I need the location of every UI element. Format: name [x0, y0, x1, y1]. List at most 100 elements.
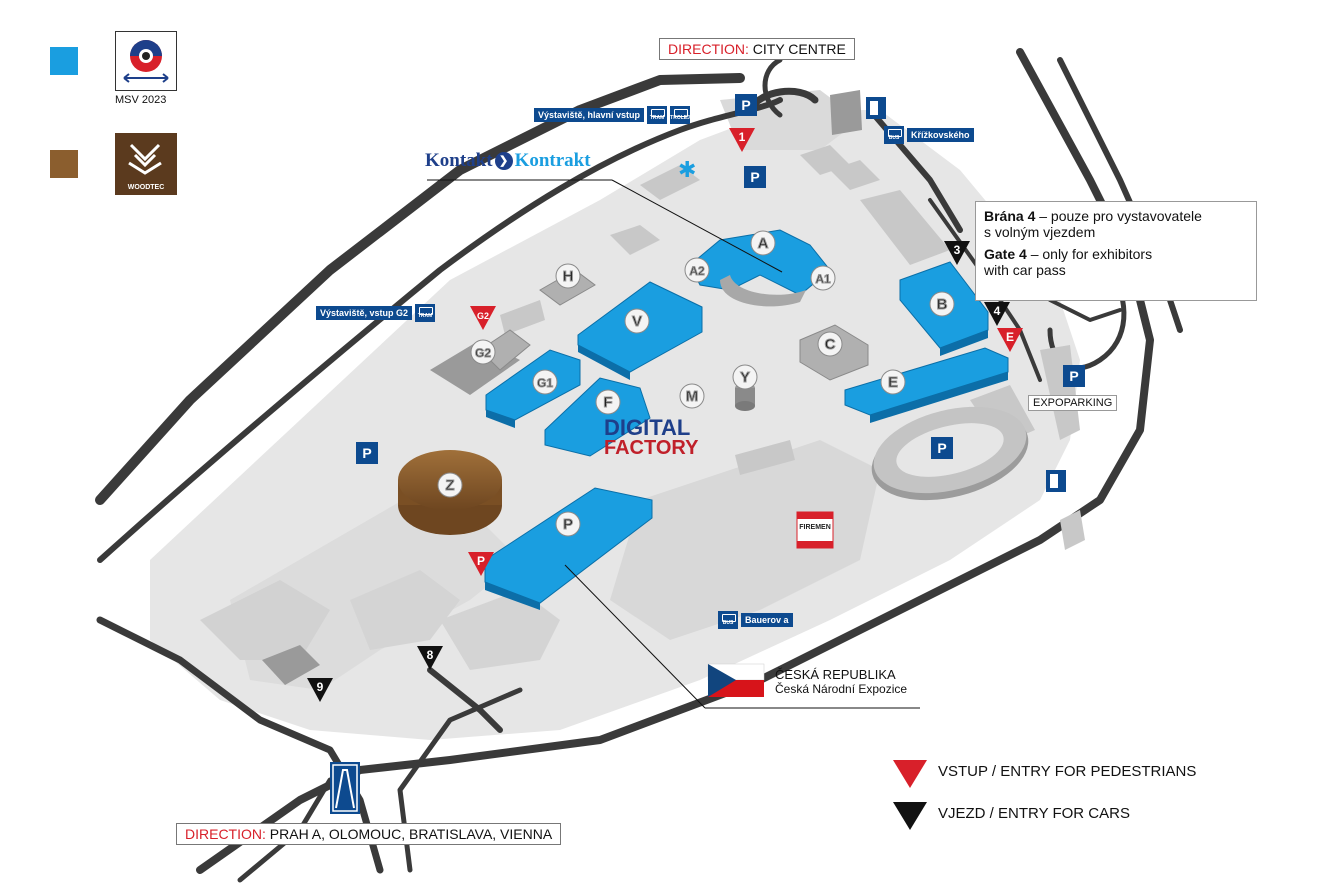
legend-woodtec-swatch: [50, 150, 78, 178]
svg-text:M: M: [686, 388, 699, 405]
svg-text:B: B: [937, 296, 948, 313]
legend-msv-swatch: [50, 47, 78, 75]
svg-text:G1: G1: [537, 376, 553, 390]
gate-cz-line2: s volným vjezdem: [984, 224, 1096, 240]
svg-text:G2: G2: [477, 311, 489, 321]
hall-label-p: P: [555, 511, 581, 537]
czech-exposition-label: ČESKÁ REPUBLIKA Česká Národní Expozice: [775, 667, 907, 696]
pedestrian-entry-1: 1: [729, 128, 755, 152]
fuel-station-icon: [866, 97, 1066, 492]
gate-en-line2: with car pass: [984, 262, 1066, 278]
hall-label-c: C: [817, 331, 843, 357]
hall-label-g2: G2: [470, 339, 496, 365]
svg-text:9: 9: [317, 680, 324, 694]
svg-text:E: E: [888, 374, 898, 391]
pedestrian-entry-e: E: [997, 328, 1023, 352]
car-entry-3: 3: [944, 241, 970, 265]
hall-label-a: A: [750, 230, 776, 256]
svg-text:Z: Z: [445, 477, 454, 494]
digital-factory-line2: FACTORY: [604, 437, 699, 459]
hall-label-b: B: [929, 291, 955, 317]
woodtec-logo-icon: [128, 143, 162, 175]
woodtec-caption: WOODTEC: [127, 184, 165, 191]
svg-text:8: 8: [427, 648, 434, 662]
msv-caption: MSV 2023: [115, 94, 167, 106]
svg-text:H: H: [563, 268, 574, 285]
digital-factory-line1: DIGITAL: [604, 415, 691, 440]
sign-bauerova-text: Bauerov a: [741, 613, 793, 627]
svg-text:C: C: [825, 336, 836, 353]
car-entry-8: 8: [417, 646, 443, 670]
direction-prefix: DIRECTION:: [668, 41, 749, 57]
expoparking-label: EXPOPARKING: [1028, 395, 1118, 411]
direction-city-label: DIRECTION: CITY CENTRE: [659, 38, 855, 60]
hall-label-g1: G1: [532, 369, 558, 395]
svg-text:G2: G2: [475, 346, 491, 360]
direction-prefix: DIRECTION:: [185, 826, 266, 842]
czech-line1: ČESKÁ REPUBLIKA: [775, 667, 896, 682]
direction-south-text: PRAH A, OLOMOUC, BRATISLAVA, VIENNA: [269, 826, 553, 842]
svg-text:A: A: [758, 235, 769, 252]
hall-label-y: Y: [732, 364, 758, 390]
svg-text:A1: A1: [815, 272, 831, 286]
gate-cz-rest: – pouze pro vystavovatele: [1035, 208, 1202, 224]
parking-sign: P: [735, 94, 757, 116]
czech-flag-icon: [707, 663, 765, 697]
svg-text:V: V: [632, 313, 642, 330]
sign-main-entrance: Výstaviště, hlavní vstup TRAM TROLEJ: [534, 106, 691, 124]
direction-south-label: DIRECTION: PRAH A, OLOMOUC, BRATISLAVA, …: [176, 823, 562, 845]
sign-g2-text: Výstaviště, vstup G2: [316, 306, 413, 320]
sign-g2-entrance: Výstaviště, vstup G2 TRAM: [316, 304, 436, 322]
pedestrian-entry-g2: G2: [470, 306, 496, 330]
motorway-icon: [330, 762, 360, 814]
svg-text:4: 4: [994, 304, 1001, 318]
direction-city-text: CITY CENTRE: [752, 41, 846, 57]
hall-label-m: M: [679, 383, 705, 409]
hall-label-a2: A2: [684, 257, 710, 283]
hall-label-v: V: [624, 308, 650, 334]
sign-krizkovskeho-text: Křížkovského: [907, 128, 974, 142]
hall-label-a1: A1: [810, 265, 836, 291]
kontakt-right: Kontrakt: [514, 150, 591, 171]
hall-label-z: Z: [437, 472, 463, 498]
parking-sign: P: [744, 166, 766, 188]
hall-label-h: H: [555, 263, 581, 289]
gate-4-notice: Brána 4 – pouze pro vystavovatele s voln…: [975, 201, 1257, 301]
car-entry-9: 9: [307, 678, 333, 702]
parking-sign: P: [356, 442, 378, 464]
sign-main-entrance-text: Výstaviště, hlavní vstup: [534, 108, 645, 122]
legend-pedestrians: VSTUP / ENTRY FOR PEDESTRIANS: [938, 763, 1197, 780]
svg-text:1: 1: [739, 130, 746, 144]
firemen-sign: [796, 511, 834, 549]
svg-text:P: P: [477, 554, 485, 568]
firemen-label: FIREMEN: [799, 524, 831, 531]
gear-icon: [123, 40, 169, 83]
hall-label-f: F: [595, 389, 621, 415]
svg-text:3: 3: [954, 243, 961, 257]
kontakt-left: Kontakt: [425, 150, 493, 171]
svg-text:F: F: [603, 394, 612, 411]
svg-text:E: E: [1006, 330, 1014, 344]
woodtec-logo: WOODTEC: [115, 133, 177, 195]
arrow-circle-icon: ❯: [494, 152, 513, 170]
czech-line2: Česká Národní Expozice: [775, 682, 908, 696]
parking-sign: P: [931, 437, 953, 459]
bus-icon: BUS: [884, 126, 904, 144]
car-entry-4: 4: [984, 302, 1010, 326]
trolleybus-icon: TROLEJ: [670, 106, 691, 124]
sign-krizkovskeho: BUS Křížkovského: [884, 126, 974, 144]
tram-icon: TRAM: [647, 106, 668, 124]
pedestrian-entry-p: P: [468, 552, 494, 576]
legend-car-triangle: [893, 802, 927, 830]
gate-en-bold: Gate 4: [984, 246, 1027, 262]
hall-label-e: E: [880, 369, 906, 395]
bus-icon: BUS: [718, 611, 738, 629]
gate-cz-bold: Brána 4: [984, 208, 1036, 224]
tram-icon: TRAM: [415, 304, 436, 322]
svg-text:A2: A2: [689, 264, 705, 278]
parking-sign: P: [1063, 365, 1085, 387]
kontakt-kontrakt-logo: Kontakt ❯ Kontrakt: [425, 150, 591, 172]
gate-en-rest: – only for exhibitors: [1026, 246, 1153, 262]
svg-text:Y: Y: [740, 369, 750, 386]
